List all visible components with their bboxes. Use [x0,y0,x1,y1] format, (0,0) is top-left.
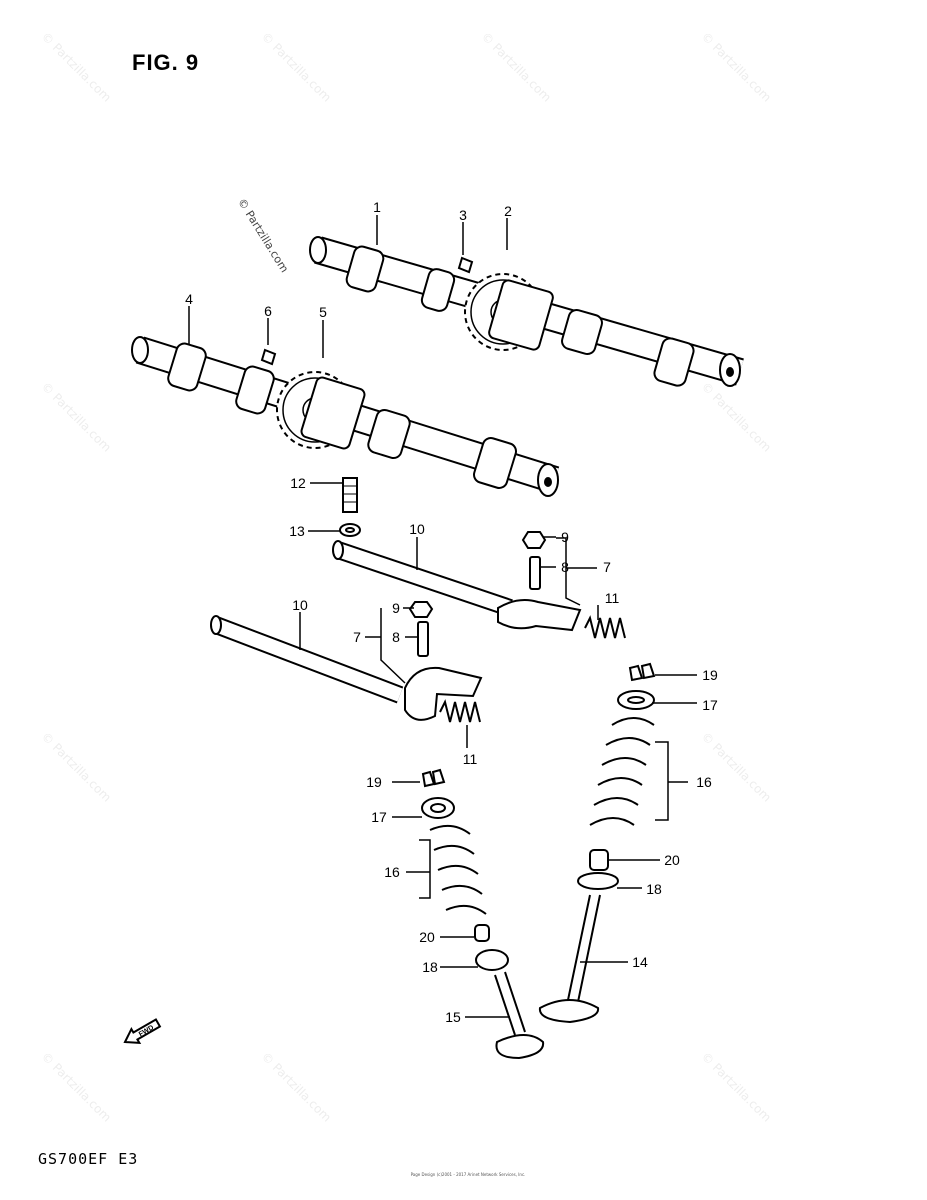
callout: 10 [292,597,308,613]
callout: 16 [384,864,400,880]
valve-assembly-left [421,768,545,1060]
model-code: GS700EF E3 [38,1150,139,1168]
callout: 19 [702,667,718,683]
callout: 13 [289,523,305,539]
callout: 4 [185,291,193,307]
callout: 3 [459,207,467,223]
adjuster-screws [408,531,547,657]
callout: 11 [605,590,620,606]
callout: 9 [392,600,400,616]
callout: 18 [422,959,438,975]
callout: 20 [664,852,680,868]
leader-lines [188,215,697,1018]
callout: 12 [290,475,306,491]
callout: 15 [445,1009,461,1025]
callout: 8 [561,559,569,575]
callout: 1 [373,199,381,215]
camshaft-lower [131,336,560,497]
callout-labels: 1 2 3 4 5 6 7 7 8 8 9 9 10 10 11 11 12 1… [185,199,718,1025]
callout: 18 [646,881,662,897]
callout: 7 [353,629,361,645]
callout: 17 [702,697,718,713]
callout: 14 [632,954,648,970]
figure-title: FIG. 9 [132,50,200,75]
rocker-shafts [210,540,582,721]
callout: 7 [603,559,611,575]
callout: 10 [409,521,425,537]
fwd-arrow-icon: FWD [123,1018,162,1045]
callout: 8 [392,629,400,645]
svg-text:FWD: FWD [138,1024,155,1038]
callout: 9 [561,529,569,545]
callout: 20 [419,929,435,945]
bolt-and-washer [339,477,361,537]
footer-text: Page Design (c)2001 - 2017 Arinet Networ… [410,1172,526,1177]
rocker-springs [439,615,626,723]
camshaft-upper [309,236,744,387]
valve-assembly-right [538,662,656,1024]
callout: 16 [696,774,712,790]
callout: 11 [463,751,478,767]
callout: 17 [371,809,387,825]
callout: 6 [264,303,272,319]
callout: 2 [504,203,512,219]
callout: 5 [319,304,327,320]
callout: 19 [366,774,382,790]
